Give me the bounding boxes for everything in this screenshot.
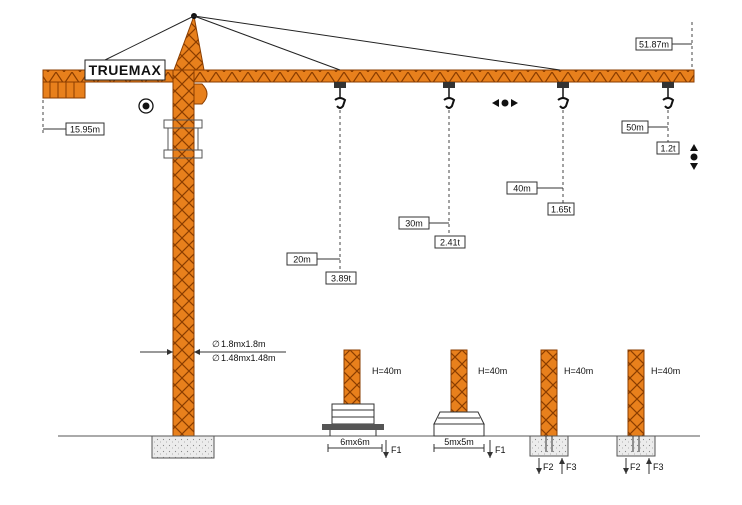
- svg-text:F3: F3: [566, 462, 577, 472]
- brand-plate: [84, 59, 166, 81]
- mast-stub: [627, 349, 645, 437]
- svg-text:F2: F2: [630, 462, 641, 472]
- slewing-ring: [163, 119, 203, 159]
- slewing-icon: [138, 98, 154, 114]
- hook-40m: [557, 82, 570, 109]
- load-label-40m: 40m 1.65t: [506, 181, 575, 216]
- jib: [193, 69, 695, 83]
- mast-stub: [540, 349, 558, 437]
- svg-text:5mx5m: 5mx5m: [444, 437, 474, 447]
- load-label-20m: 20m 3.89t: [286, 252, 357, 285]
- footing: [616, 435, 656, 457]
- svg-text:H=40m: H=40m: [651, 366, 680, 376]
- mast-section-label: ∅ 1.8mx1.8m ∅ 1.48mx1.48m: [140, 339, 286, 363]
- hook-20m: [334, 82, 347, 109]
- svg-text:20m: 20m: [293, 255, 311, 265]
- mast-stub: [450, 349, 468, 413]
- svg-text:H=40m: H=40m: [372, 366, 401, 376]
- mast-stub: [343, 349, 361, 413]
- svg-text:H=40m: H=40m: [478, 366, 507, 376]
- svg-text:1.8mx1.8m: 1.8mx1.8m: [221, 339, 266, 349]
- svg-text:1.65t: 1.65t: [551, 205, 572, 215]
- counterweight: [42, 81, 86, 99]
- hook-50m: [662, 82, 675, 109]
- foundation-3: H=40m F2 F3: [529, 349, 593, 474]
- svg-text:40m: 40m: [513, 184, 531, 194]
- brand-name: TRUEMAX: [89, 62, 162, 78]
- footing: [529, 435, 569, 457]
- jib-tie-1: [193, 15, 341, 71]
- load-label-50m: 50m 1.2t: [621, 120, 680, 155]
- up-down-arrows-icon: [690, 144, 698, 170]
- tip-height-label: 51.87m: [635, 37, 692, 51]
- svg-text:H=40m: H=40m: [564, 366, 593, 376]
- operator-cab: [193, 83, 208, 105]
- counter-tie: [104, 15, 195, 61]
- foundation-1: 6mx6m H=40m F1: [322, 349, 402, 458]
- svg-text:50m: 50m: [626, 123, 644, 133]
- svg-text:F1: F1: [495, 445, 506, 455]
- jib-tie-2: [193, 15, 561, 71]
- svg-text:∅: ∅: [212, 353, 220, 363]
- svg-text:6mx6m: 6mx6m: [340, 437, 370, 447]
- svg-text:3.89t: 3.89t: [331, 274, 352, 284]
- tower-head: [173, 14, 205, 71]
- load-label-30m: 30m 2.41t: [398, 216, 466, 249]
- svg-text:51.87m: 51.87m: [639, 40, 669, 50]
- counter-jib-height-label: 15.95m: [43, 122, 105, 136]
- svg-text:1.2t: 1.2t: [660, 144, 676, 154]
- mast: [172, 69, 195, 441]
- left-right-arrows-icon: [492, 99, 518, 107]
- foundation-2: 5mx5m H=40m F1: [433, 349, 507, 458]
- main-footing: [151, 435, 215, 459]
- svg-text:F3: F3: [653, 462, 664, 472]
- svg-text:2.41t: 2.41t: [440, 238, 461, 248]
- svg-text:15.95m: 15.95m: [70, 125, 100, 135]
- svg-text:∅: ∅: [212, 339, 220, 349]
- svg-text:F1: F1: [391, 445, 402, 455]
- svg-text:1.48mx1.48m: 1.48mx1.48m: [221, 353, 276, 363]
- svg-text:F2: F2: [543, 462, 554, 472]
- foundation-4: H=40m F2 F3: [616, 349, 680, 474]
- svg-text:30m: 30m: [405, 219, 423, 229]
- hook-30m: [443, 82, 456, 109]
